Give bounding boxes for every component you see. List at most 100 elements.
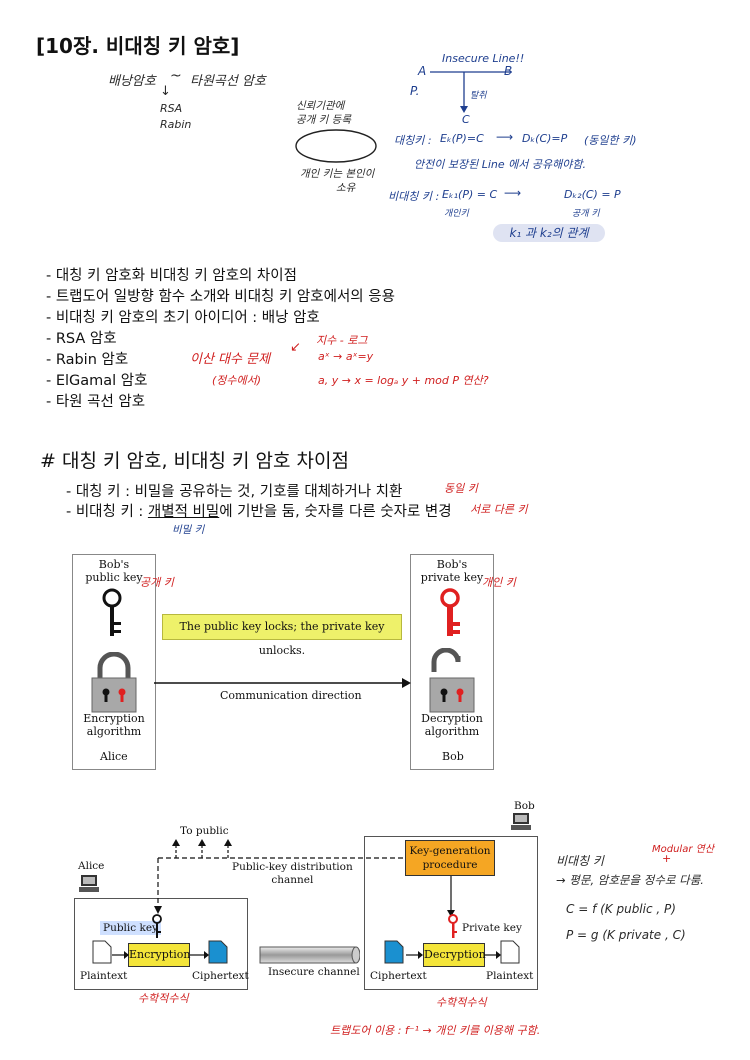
note-c-equation: C = f (K public , P): [566, 902, 676, 916]
arrow-down-icon: ↓: [160, 84, 171, 99]
key-generation-box: Key-generation procedure: [405, 840, 495, 876]
document-icon: [92, 940, 112, 964]
list-item: - 타원 곡선 암호: [46, 394, 146, 410]
note-modular: Modular 연산: [652, 844, 715, 855]
note-integer: (정수에서): [212, 374, 262, 387]
list-item: - 대칭 키 암호화 비대칭 키 암호의 차이점: [46, 268, 297, 284]
bob-private-key-label: Bob's private key: [420, 558, 484, 584]
section-line-prefix: - 비대칭 키 :: [66, 504, 148, 520]
document-icon: [384, 940, 404, 964]
plaintext-label: Plaintext: [80, 970, 128, 982]
list-item: - RSA 암호: [46, 331, 117, 347]
private-key-label: Private key: [462, 922, 522, 934]
note-eq2: a, y → x = logₐ y + mod P 연산?: [318, 374, 489, 387]
note-a: A: [418, 64, 427, 78]
note-different-key: 서로 다른 키: [470, 503, 528, 516]
document-icon: [500, 940, 520, 964]
note-insecure-line: Insecure Line!!: [442, 52, 525, 65]
ciphertext-label: Ciphertext: [192, 970, 249, 982]
arrow-right-icon: ⟶: [504, 186, 522, 200]
insecure-channel-pipe: [259, 946, 360, 964]
insecure-line-sketch: [430, 71, 512, 113]
note-sym-enc: Eₖ(P)=C: [440, 132, 484, 145]
list-item: - ElGamal 암호: [46, 373, 148, 389]
arrow-left-icon: ↙: [290, 340, 301, 355]
bob-public-key-label: Bob's public key: [85, 558, 143, 584]
section-title: # 대칭 키 암호, 비대칭 키 암호 차이점: [40, 450, 349, 472]
ciphertext-label: Ciphertext: [370, 970, 427, 982]
red-key-icon: [440, 588, 460, 636]
decryption-algorithm-label: Decryption algorithm: [421, 712, 483, 738]
communication-arrow: [154, 678, 411, 688]
note-private-own: 개인 키는 본인이: [300, 168, 375, 180]
note-secret-key: 비밀 키: [172, 524, 205, 536]
section-line: - 비대칭 키 : 개별적 비밀에 기반을 둠, 숫자를 다른 숫자로 변경: [66, 500, 452, 521]
circle-sketch: [295, 129, 377, 163]
section-line-suffix: 에 기반을 둠, 숫자를 다른 숫자로 변경: [219, 504, 452, 520]
key-icon: [152, 914, 162, 938]
note-knapsack: 배낭암호: [108, 74, 156, 89]
flow-arrows: [112, 951, 501, 959]
list-item: - 비대칭 키 암호의 초기 아이디어 : 배낭 암호: [46, 310, 320, 326]
k-relation-badge: k₁ 과 k₂의 관계: [493, 224, 605, 242]
note-integer-handling: → 평문, 암호문을 정수로 다룸.: [556, 873, 704, 887]
note-asym-dec: Dₖ₂(C) = P: [564, 188, 621, 201]
encryption-box: Encryption: [128, 943, 190, 967]
insecure-channel-label: Insecure channel: [268, 966, 360, 978]
note-own: 소유: [336, 182, 356, 194]
note-asym-key: 비대칭 키: [556, 854, 604, 868]
key-banner: The public key locks; the private key un…: [162, 614, 402, 657]
note-trusted: 신뢰기관에: [296, 100, 345, 112]
decryption-box: Decryption: [423, 943, 486, 967]
alice-label: Alice: [100, 750, 128, 763]
communication-direction-label: Communication direction: [220, 689, 362, 702]
note-intercept: 탈취: [470, 91, 487, 101]
note-trapdoor: 트랩도어 이용 : f⁻¹ → 개인 키를 이용해 구함.: [330, 1024, 541, 1037]
note-eq1: aˣ → aˣ=y: [318, 350, 374, 363]
list-item: - Rabin 암호: [46, 352, 129, 368]
note-register: 공개 키 등록: [296, 114, 351, 126]
alice-label-2: Alice: [78, 860, 105, 872]
section-line-underlined: 개별적 비밀: [147, 504, 220, 520]
note-sym-note: (동일한 키): [584, 134, 637, 147]
note-public-key: 공개 키: [140, 576, 174, 589]
note-same-key: 동일 키: [444, 482, 478, 495]
note-b: B: [504, 64, 513, 78]
document-icon: [208, 940, 228, 964]
computer-icon: [79, 875, 99, 892]
note-c: C: [462, 113, 470, 126]
note-rabin: Rabin: [160, 118, 192, 131]
note-public-key: 공개 키: [572, 209, 600, 219]
note-p-equation: P = g (K private , C): [566, 928, 686, 942]
page-title: [10장. 비대칭 키 암호]: [36, 34, 240, 58]
note-private-key: 개인 키: [482, 576, 516, 589]
note-exp: 지수 - 로그: [316, 334, 368, 347]
section-line: - 대칭 키 : 비밀을 공유하는 것, 기호를 대체하거나 치환: [66, 484, 403, 500]
note-plus: +: [662, 852, 672, 865]
key-generation-label: Key-generation procedure: [409, 845, 491, 871]
note-asym-enc: Eₖ₁(P) = C: [442, 188, 498, 201]
arrow-right-icon: ⟶: [496, 130, 514, 144]
computer-icon: [511, 813, 531, 830]
plaintext-label: Plaintext: [486, 970, 534, 982]
note-asym-label: 비대칭 키 :: [388, 190, 440, 203]
note-p: P.: [410, 84, 420, 98]
list-item: - 트랩도어 일방향 함수 소개와 비대칭 키 암호에서의 응용: [46, 289, 395, 305]
note-sym-label: 대칭키 :: [394, 134, 432, 147]
black-key-icon: [102, 588, 122, 636]
bob-label-2: Bob: [514, 800, 535, 812]
note-safe-line: 안전이 보장된 Line 에서 공유해야함.: [414, 158, 586, 171]
note-private-key: 개인키: [444, 209, 469, 219]
encryption-algorithm-label: Encryption algorithm: [83, 712, 145, 738]
note-ecc: 타원곡선 암호: [190, 74, 266, 89]
note-tilde: ~: [170, 68, 182, 84]
to-public-label: To public: [180, 825, 229, 837]
bob-label: Bob: [442, 750, 464, 763]
open-lock-icon: [429, 648, 475, 713]
public-key-distribution-lines: [154, 839, 404, 914]
note-rsa: RSA: [160, 102, 183, 115]
red-key-icon: [448, 914, 458, 938]
channel-label: Public-key distribution channel: [232, 861, 353, 886]
public-key-label: Public key: [100, 921, 161, 935]
note-dlp: 이산 대수 문제: [190, 352, 271, 367]
